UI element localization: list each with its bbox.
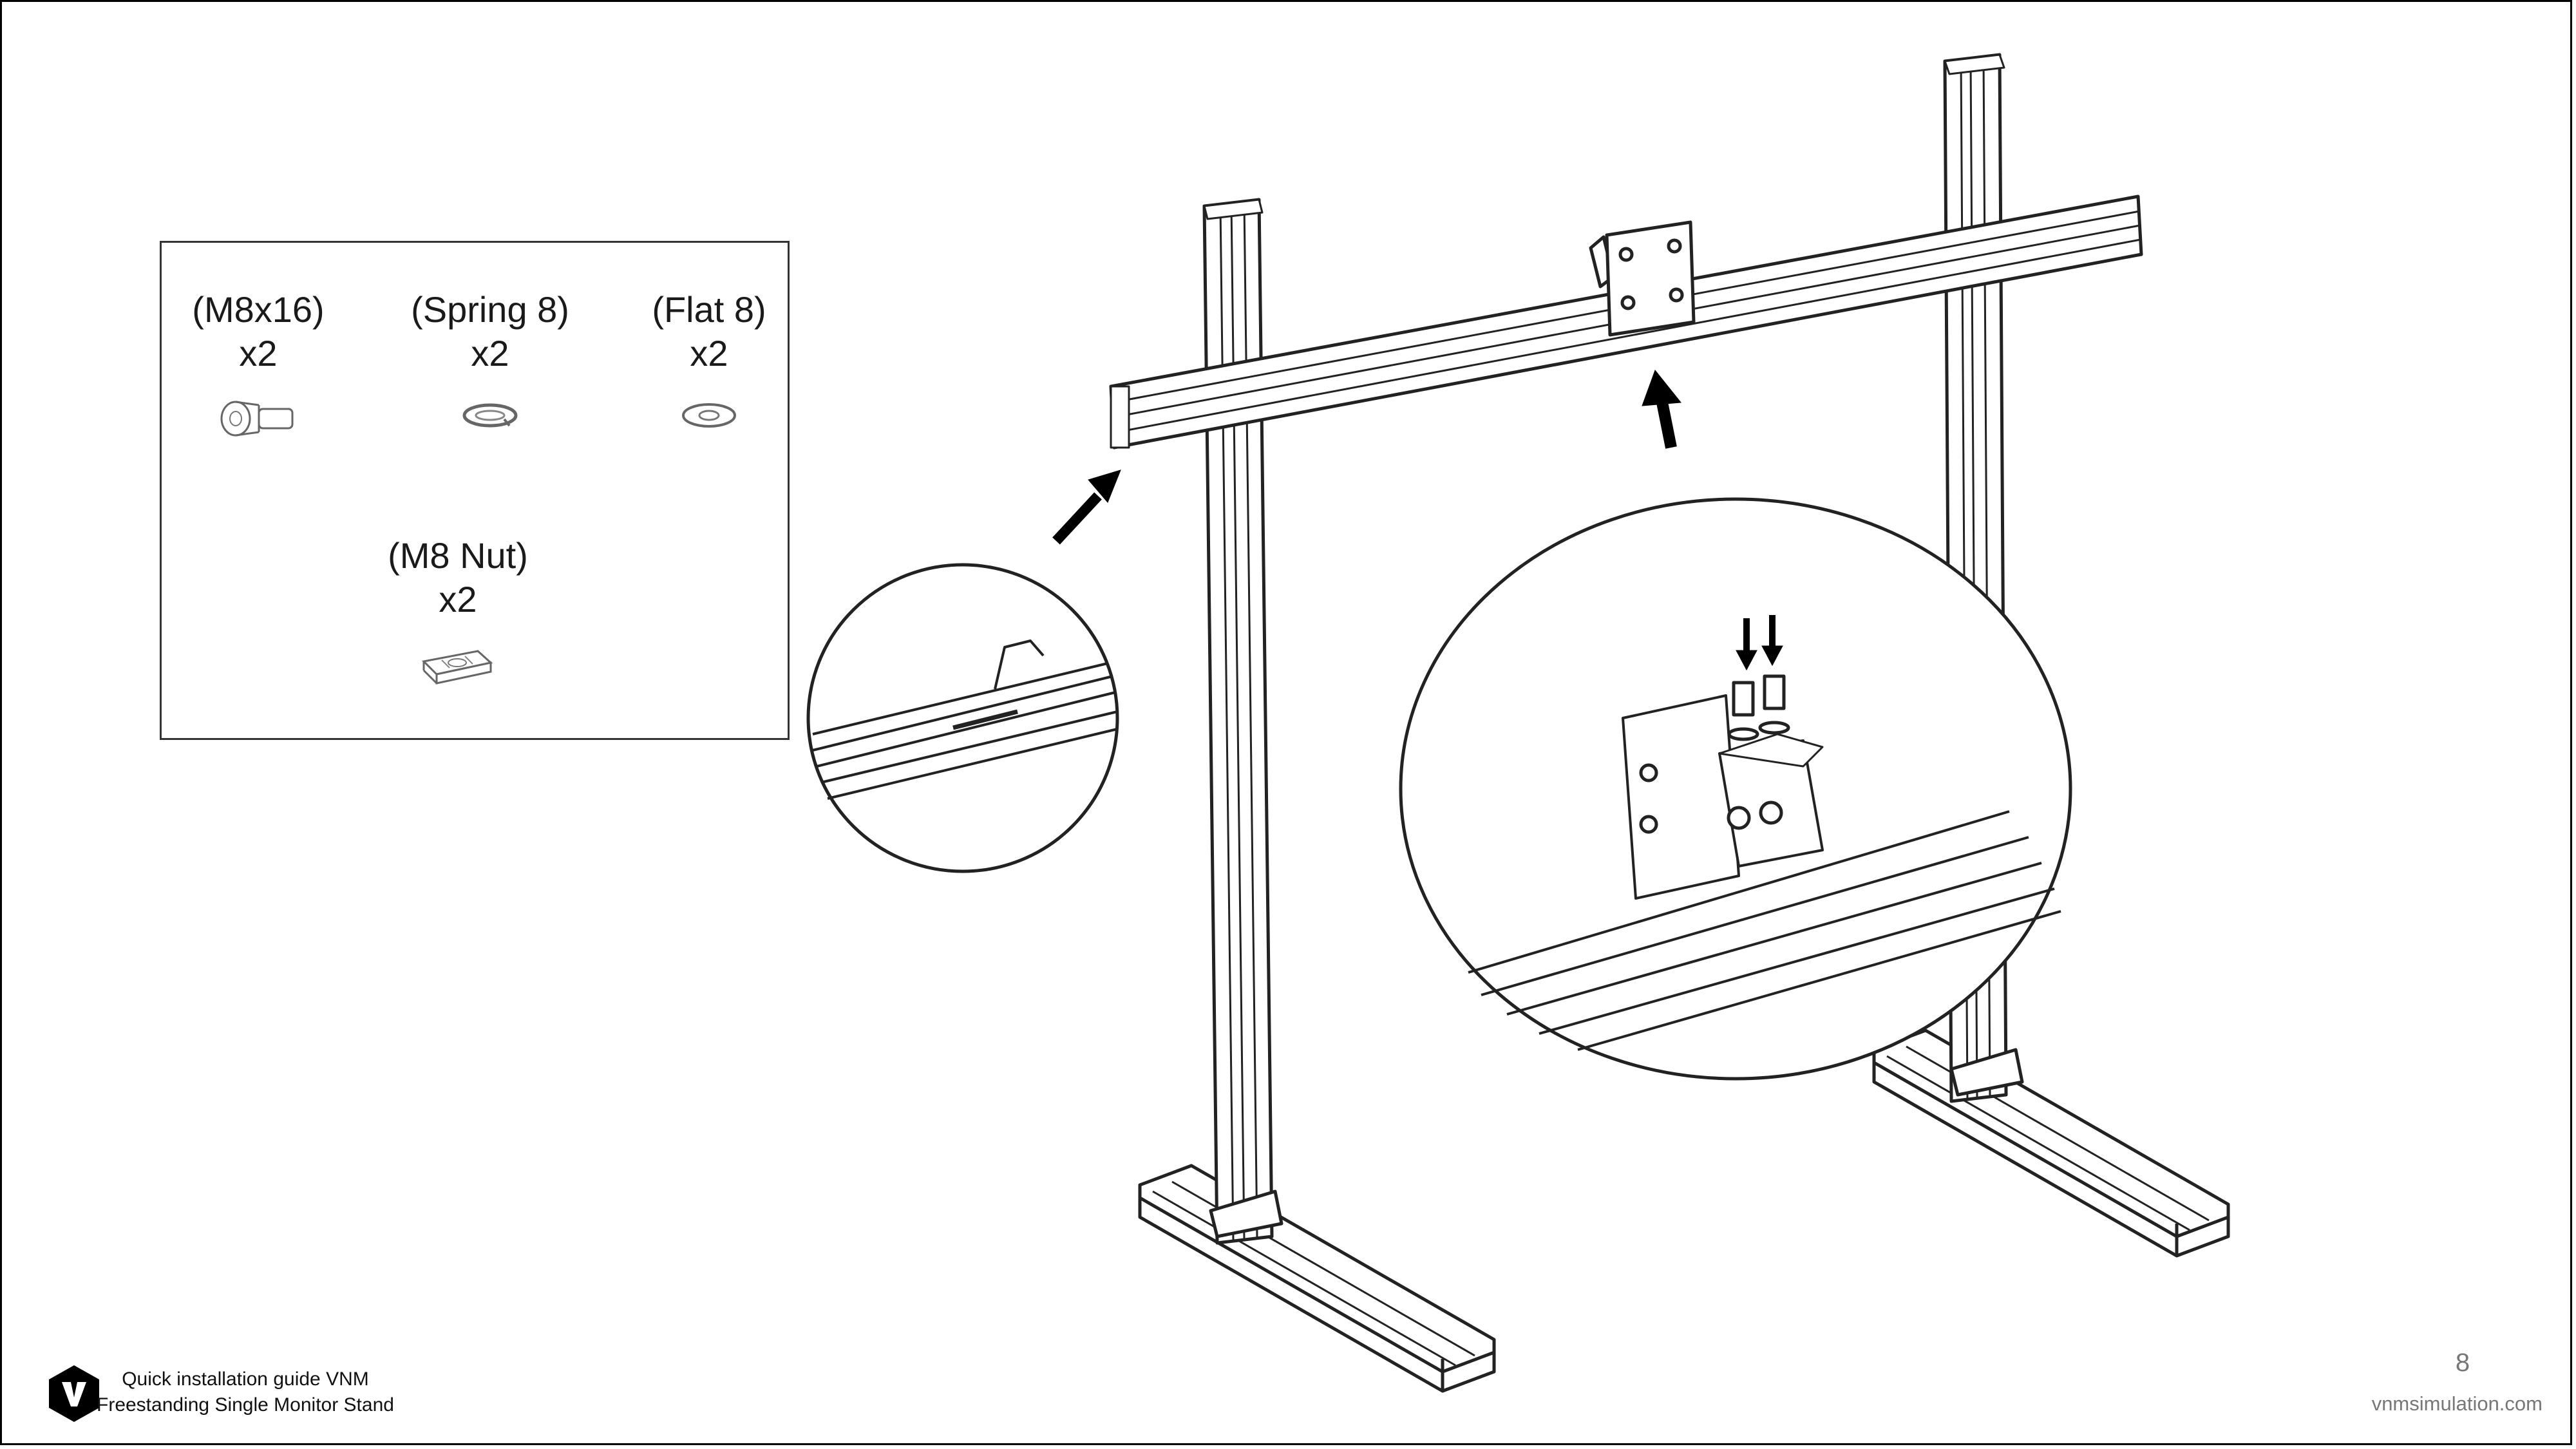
part-qty: x2 (471, 333, 509, 374)
footer-line-2: Freestanding Single Monitor Stand (97, 1394, 394, 1416)
part-m8-nut: (M8 Nut) x2 (361, 534, 554, 687)
bracket-detail-circle (1399, 497, 2072, 1081)
vesa-plate (1589, 220, 1696, 337)
arrow-to-vesa-plate (1642, 369, 1681, 449)
left-corner-bracket (1209, 1189, 1283, 1238)
footer-guide-title: Quick installation guide VNM Freestandin… (97, 1367, 394, 1418)
footer-line-1: Quick installation guide VNM (122, 1368, 369, 1390)
nut-slot-detail-circle (806, 563, 1119, 873)
part-flat-8: (Flat 8) x2 (638, 288, 780, 435)
part-spring-8: (Spring 8) x2 (393, 288, 587, 435)
part-qty: x2 (690, 333, 728, 374)
part-name: (M8x16) (192, 289, 325, 330)
hardware-parts-box: (M8x16) x2 (Spring 8) x2 (Flat 8) x2 (M8… (160, 241, 790, 740)
left-upright (1202, 198, 1274, 1245)
part-m8x16: (M8x16) x2 (181, 288, 336, 441)
left-base-foot (1138, 1164, 1496, 1393)
website-url: vnmsimulation.com (2371, 1392, 2543, 1415)
t-nut-icon (421, 650, 493, 685)
right-corner-bracket (1949, 1048, 2024, 1097)
part-qty: x2 (439, 579, 477, 620)
part-name: (Spring 8) (411, 289, 569, 330)
part-name: (Flat 8) (652, 289, 766, 330)
spring-washer-icon (462, 403, 518, 428)
arrow-to-crossbar-end (1052, 469, 1121, 545)
page-number: 8 (2455, 1349, 2470, 1377)
flat-washer-icon (682, 403, 736, 428)
right-base-foot (1872, 1028, 2230, 1258)
part-name: (M8 Nut) (388, 535, 528, 576)
vnm-logo-icon (49, 1365, 99, 1422)
arrow-bolt-down-1 (1736, 618, 1757, 671)
arrow-bolt-down-2 (1761, 615, 1783, 667)
bolt-icon (220, 401, 294, 437)
part-qty: x2 (239, 333, 278, 374)
